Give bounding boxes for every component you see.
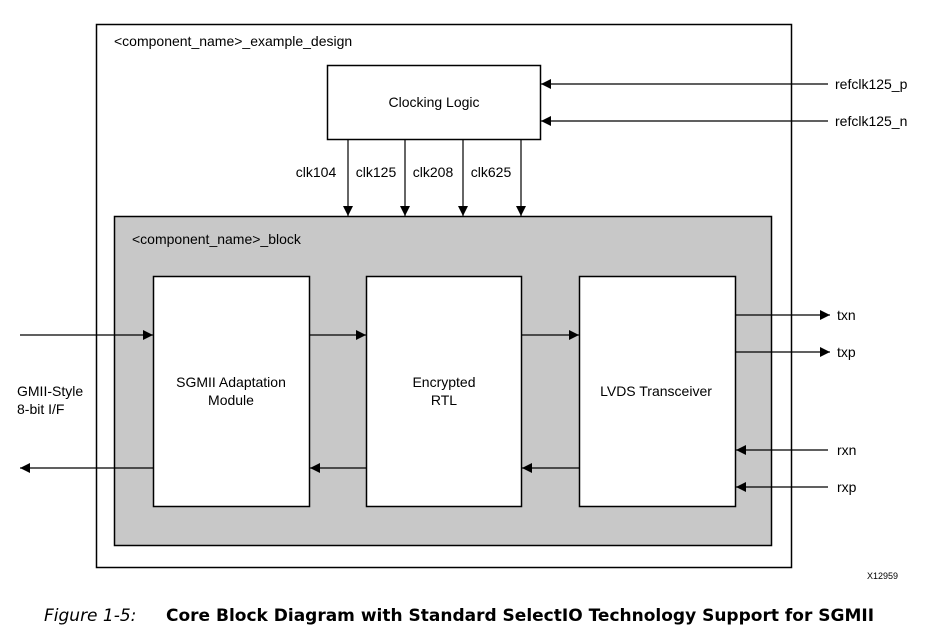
figure-title: Core Block Diagram with Standard SelectI… xyxy=(166,606,874,626)
sgmii-adaptation-label-2: Module xyxy=(208,392,254,408)
txp-label: txp xyxy=(837,344,856,360)
gmii-label-2: 8-bit I/F xyxy=(17,401,64,417)
figure-code: X12959 xyxy=(867,571,898,581)
lvds-transceiver-box xyxy=(578,275,737,508)
encrypted-rtl-box xyxy=(365,275,523,508)
gmii-label-1: GMII-Style xyxy=(17,383,83,399)
sgmii-adaptation-module-box xyxy=(152,275,311,508)
clocking-logic-label: Clocking Logic xyxy=(388,94,479,110)
encrypted-rtl-label-2: RTL xyxy=(431,392,457,408)
clk104-label: clk104 xyxy=(296,164,337,180)
lvds-transceiver-label: LVDS Transceiver xyxy=(600,383,712,399)
rxn-label: rxn xyxy=(837,442,856,458)
rxp-label: rxp xyxy=(837,479,857,495)
clocking-logic-box xyxy=(326,64,542,141)
clk208-label: clk208 xyxy=(413,164,454,180)
clk125-label: clk125 xyxy=(356,164,397,180)
txn-label: txn xyxy=(837,307,856,323)
encrypted-rtl-label-1: Encrypted xyxy=(412,374,475,390)
refclk125-n-label: refclk125_n xyxy=(835,113,907,129)
figure-number: Figure 1-5: xyxy=(44,606,136,626)
clk625-label: clk625 xyxy=(471,164,512,180)
refclk125-p-label: refclk125_p xyxy=(835,76,908,92)
component-block-label: <component_name>_block xyxy=(132,231,302,247)
sgmii-adaptation-label-1: SGMII Adaptation xyxy=(176,374,286,390)
example-design-label: <component_name>_example_design xyxy=(114,33,352,49)
